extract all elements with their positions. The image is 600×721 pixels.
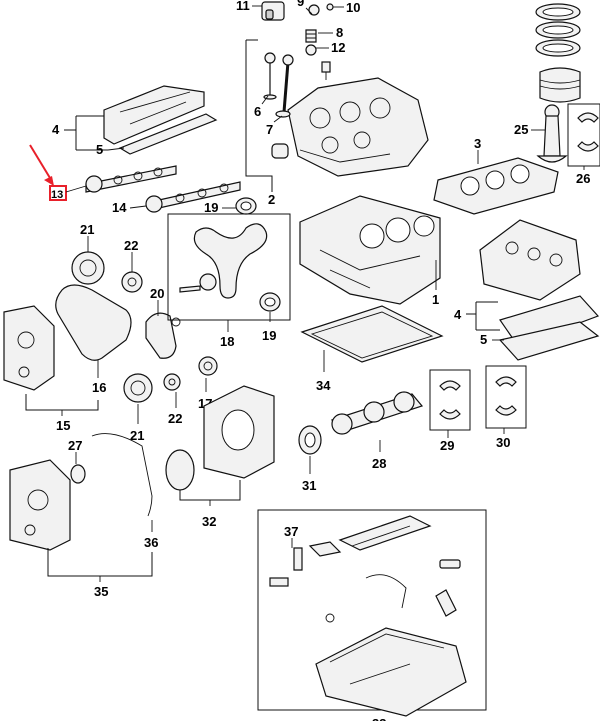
valve-cover-left: [103, 85, 218, 155]
svg-text:18: 18: [220, 334, 234, 349]
callout-14: 14: [112, 200, 147, 215]
callout-4-right: 4: [454, 301, 500, 331]
svg-text:14: 14: [112, 200, 127, 215]
piston: [539, 67, 581, 103]
svg-text:19: 19: [262, 328, 276, 343]
svg-text:22: 22: [124, 238, 138, 253]
svg-text:7: 7: [266, 122, 273, 137]
svg-text:6: 6: [254, 104, 261, 119]
callout-5-top: 5: [96, 142, 125, 157]
svg-text:3: 3: [474, 136, 481, 151]
main-bearing-29: 29: [429, 369, 471, 453]
seal-19-top: [235, 197, 257, 215]
svg-text:22: 22: [168, 411, 182, 426]
svg-text:10: 10: [346, 0, 360, 15]
drive-belt-18: 18: [167, 213, 291, 349]
valve-cover-right: [498, 295, 600, 361]
callout-10: 10: [333, 0, 360, 15]
timing-chain-20: 20: [145, 286, 181, 359]
connecting-rod: [536, 104, 568, 163]
callout-25: 25: [514, 122, 545, 137]
camshaft-13: [85, 165, 177, 193]
svg-text:32: 32: [202, 514, 216, 529]
cylinder-head-right: [479, 219, 581, 301]
callout-6: 6: [254, 95, 269, 119]
bracket-35: 35: [47, 548, 153, 599]
rear-cover-32: 32: [165, 385, 275, 529]
svg-text:20: 20: [150, 286, 164, 301]
oil-pan-frame: [257, 509, 487, 711]
callout-19-top: 19: [204, 200, 236, 215]
valve-6: [263, 52, 277, 100]
svg-text:25: 25: [514, 122, 528, 137]
bracket-15: 15: [25, 394, 99, 433]
svg-text:33: 33: [372, 716, 386, 721]
cylinder-head: [271, 61, 429, 177]
svg-text:34: 34: [316, 378, 331, 393]
callout-13-highlighted: 13: [29, 144, 87, 201]
svg-text:35: 35: [94, 584, 108, 599]
svg-text:31: 31: [302, 478, 316, 493]
gear-22-bottom: 22: [163, 373, 182, 426]
callout-5-right: 5: [480, 332, 504, 347]
front-cover-left: [3, 305, 55, 391]
svg-text:21: 21: [130, 428, 144, 443]
svg-text:29: 29: [440, 438, 454, 453]
front-cover-35: [9, 459, 71, 551]
crankshaft-28: 28: [330, 391, 424, 471]
svg-text:4: 4: [454, 307, 462, 322]
head-gasket: 3: [433, 136, 559, 215]
svg-text:5: 5: [96, 142, 103, 157]
oil-pan-33: 33: [315, 613, 467, 721]
timing-chain-guide-16: 16: [55, 284, 132, 395]
callout-12: 12: [316, 40, 345, 55]
seal-19-mid: 19: [259, 292, 281, 343]
svg-text:15: 15: [56, 418, 70, 433]
camshaft-14: [145, 181, 241, 213]
callout-9: 9: [297, 0, 313, 15]
svg-text:1: 1: [432, 292, 439, 307]
svg-text:19: 19: [204, 200, 218, 215]
svg-text:36: 36: [144, 535, 158, 550]
svg-text:28: 28: [372, 456, 386, 471]
svg-text:12: 12: [331, 40, 345, 55]
svg-text:16: 16: [92, 380, 106, 395]
valve-spring-parts: [261, 1, 334, 56]
gasket-36: 36: [91, 433, 158, 550]
rod-bearing-26: 26: [567, 103, 600, 186]
seal-27: 27: [68, 438, 86, 484]
svg-text:9: 9: [297, 0, 304, 9]
svg-text:30: 30: [496, 435, 510, 450]
svg-text:11: 11: [236, 0, 250, 13]
svg-text:21: 21: [80, 222, 94, 237]
oil-pan-gasket-34: 34: [300, 305, 444, 393]
svg-text:37: 37: [284, 524, 298, 539]
svg-text:5: 5: [480, 332, 487, 347]
callout-8: 8: [318, 25, 343, 40]
oil-pump-pickup: [269, 515, 461, 617]
crank-seal-31: 31: [298, 425, 322, 493]
svg-text:4: 4: [52, 122, 60, 137]
svg-text:13: 13: [51, 189, 63, 201]
engine-block: 1: [299, 195, 441, 307]
callout-11: 11: [236, 0, 262, 13]
callout-7: 7: [266, 115, 283, 137]
main-bearing-30: 30: [485, 365, 527, 450]
sprocket-21-bottom: 21: [123, 373, 153, 443]
svg-text:27: 27: [68, 438, 82, 453]
sprocket-21-top: 21: [71, 222, 105, 285]
bracket-2: 2: [245, 39, 275, 207]
svg-text:2: 2: [268, 192, 275, 207]
gear-22-top: 22: [121, 238, 143, 293]
valve-7: [275, 54, 294, 118]
svg-text:26: 26: [576, 171, 590, 186]
svg-text:8: 8: [336, 25, 343, 40]
oil-pump-37: 37: [284, 524, 342, 571]
callout-4-top: 4: [52, 115, 108, 151]
piston-rings: [535, 3, 581, 57]
